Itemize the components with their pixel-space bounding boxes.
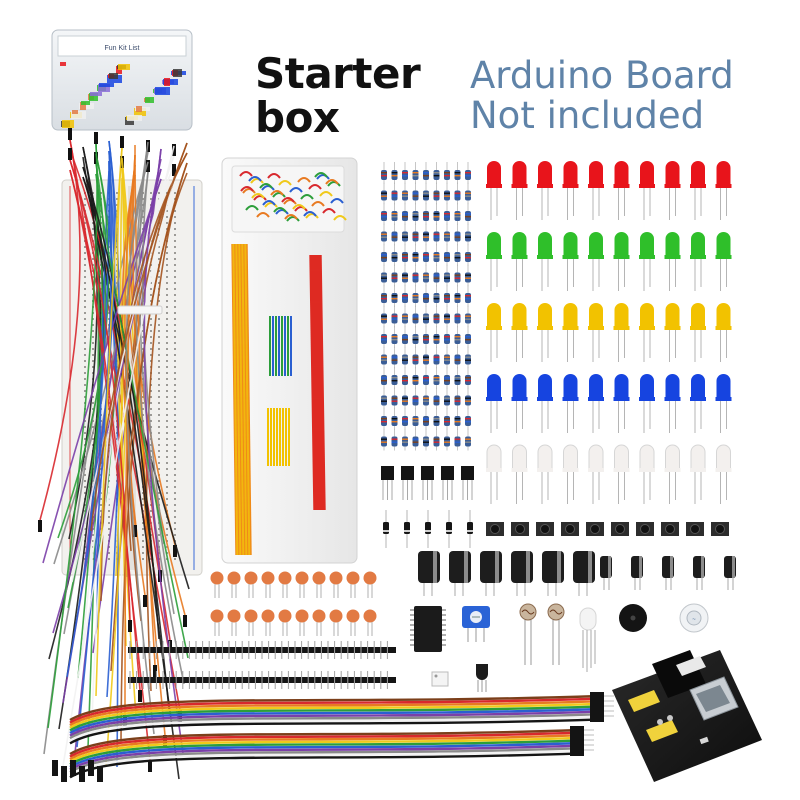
buzzers: ~ xyxy=(619,603,709,633)
ic-chip xyxy=(410,606,446,652)
transistors xyxy=(381,466,474,500)
electrolytic-capacitors xyxy=(418,551,736,596)
jumper-wire-bundle xyxy=(38,128,190,780)
temperature-sensor xyxy=(476,664,488,692)
note-line2: Not included xyxy=(470,94,705,137)
box-label: Fun Kit List xyxy=(104,45,139,52)
resistor-grid xyxy=(381,162,471,451)
ribbon-dupont-wires xyxy=(52,692,614,782)
rgb-led xyxy=(579,607,597,672)
storage-box: Fun Kit List xyxy=(51,29,193,131)
svg-text:~: ~ xyxy=(692,617,696,623)
diodes xyxy=(383,510,473,548)
led-grid xyxy=(486,161,732,504)
note-line1: Arduino Board xyxy=(470,54,734,97)
potentiometer xyxy=(462,606,490,642)
starter-title-line1: Starter xyxy=(255,49,421,98)
starter-box-title: Starter box xyxy=(255,52,455,140)
starter-title-line2: box xyxy=(255,93,340,142)
arduino-not-included-note: Arduino Board Not included xyxy=(470,56,790,136)
ceramic-capacitors xyxy=(210,571,377,636)
optocoupler xyxy=(431,671,449,687)
push-buttons xyxy=(486,522,729,536)
photoresistors xyxy=(519,603,565,665)
jumper-wire-kit-case xyxy=(221,157,358,564)
power-supply-module xyxy=(612,650,762,782)
pin-headers xyxy=(128,641,396,689)
